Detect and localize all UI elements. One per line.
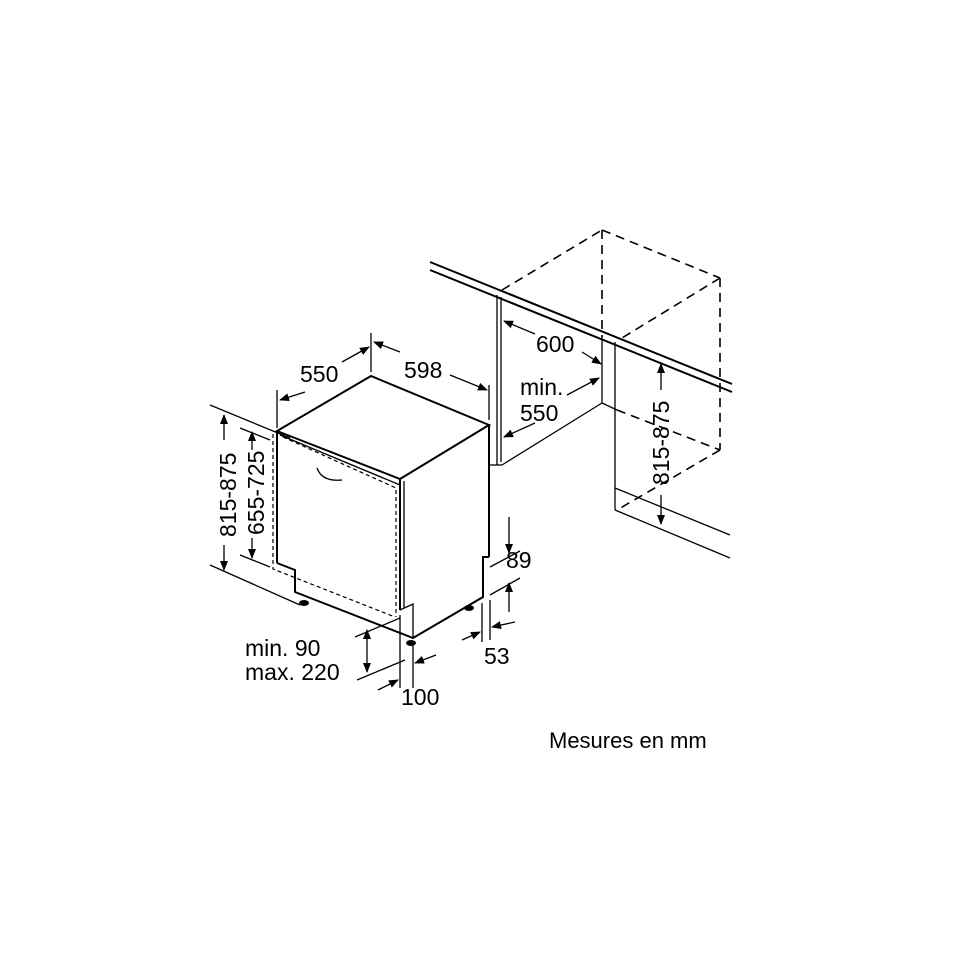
dishwasher [272,374,492,646]
cabinet-niche [429,229,733,559]
niche-width-label: 600 [536,331,574,357]
plinth-min-label: min. 90 [245,635,320,661]
foot-icon [464,605,474,611]
foot-icon [406,640,416,646]
dim-53-label: 53 [484,643,510,669]
dim-100-label: 100 [401,684,439,710]
dimension-lines [209,320,665,691]
foot-icon [299,600,309,606]
plinth-max-label: max. 220 [245,659,340,685]
door-height-label: 655-725 [243,451,269,535]
width-label: 598 [404,357,442,383]
niche-depth-min-label: min. [520,374,563,400]
depth-label: 550 [300,361,338,387]
units-note: Mesures en mm [549,728,707,753]
height-label: 815-875 [215,453,241,537]
dim-89-label: 89 [506,547,532,573]
niche-depth-value-label: 550 [520,400,558,426]
niche-height-label: 815-875 [648,401,674,485]
